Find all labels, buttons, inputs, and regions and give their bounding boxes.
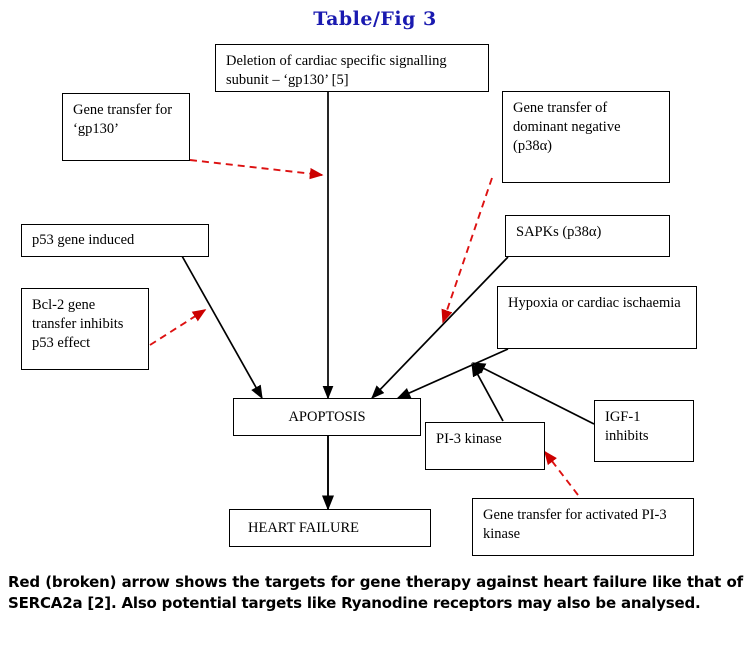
edge-p53-to-apoptosis <box>181 255 263 400</box>
node-heart-failure-label: HEART FAILURE <box>248 519 359 536</box>
node-pi3-kinase-label: PI-3 kinase <box>436 431 502 447</box>
node-pi3-kinase[interactable]: PI-3 kinase <box>425 422 545 470</box>
edge-hypoxia-to-apoptosis <box>396 348 509 399</box>
node-hypoxia[interactable]: Hypoxia or cardiac ischaemia <box>497 286 697 349</box>
node-deletion-gp130-label: Deletion of cardiac specific signalling … <box>226 53 447 88</box>
node-igf1-inhibits-label: IGF-1 inhibits <box>605 409 649 444</box>
node-gene-transfer-dn-p38[interactable]: Gene transfer of dominant negative (p38α… <box>502 91 670 183</box>
node-gene-transfer-gp130[interactable]: Gene transfer for ‘gp130’ <box>62 93 190 161</box>
node-heart-failure[interactable]: HEART FAILURE <box>229 509 431 547</box>
node-sapks-label: SAPKs (p38α) <box>516 224 602 240</box>
edge-igf1-to-hypoxia-arrow <box>471 362 595 425</box>
node-p53-gene-induced[interactable]: p53 gene induced <box>21 224 209 257</box>
node-gene-transfer-pi3-label: Gene transfer for activated PI-3 kinase <box>483 507 667 542</box>
node-gene-transfer-gp130-label: Gene transfer for ‘gp130’ <box>73 102 173 137</box>
node-hypoxia-label: Hypoxia or cardiac ischaemia <box>508 295 681 311</box>
node-apoptosis-label: APOPTOSIS <box>288 408 366 425</box>
node-apoptosis[interactable]: APOPTOSIS <box>233 398 421 436</box>
node-p53-gene-induced-label: p53 gene induced <box>32 232 135 249</box>
node-bcl2-gene-transfer[interactable]: Bcl-2 gene transfer inhibits p53 effect <box>21 288 149 370</box>
edge-bcl2-dashed <box>149 309 207 346</box>
node-deletion-gp130[interactable]: Deletion of cardiac specific signalling … <box>215 44 489 92</box>
node-bcl2-gene-transfer-label: Bcl-2 gene transfer inhibits p53 effect <box>32 297 124 351</box>
node-gene-transfer-dn-p38-label: Gene transfer of dominant negative (p38α… <box>513 100 621 154</box>
edge-gene-transfer-gp130-dashed <box>189 159 324 180</box>
figure-caption: Red (broken) arrow shows the targets for… <box>8 573 743 613</box>
figure-title: Table/Fig 3 <box>313 8 437 30</box>
node-igf1-inhibits[interactable]: IGF-1 inhibits <box>594 400 694 462</box>
edge-pi3-to-hypoxia-arrow <box>471 362 504 422</box>
node-sapks[interactable]: SAPKs (p38α) <box>505 215 670 257</box>
edge-sapks-to-apoptosis <box>371 256 509 399</box>
edge-gene-transfer-pi3-dashed <box>544 450 579 496</box>
edge-dn-p38-dashed <box>441 177 493 324</box>
node-gene-transfer-pi3[interactable]: Gene transfer for activated PI-3 kinase <box>472 498 694 556</box>
